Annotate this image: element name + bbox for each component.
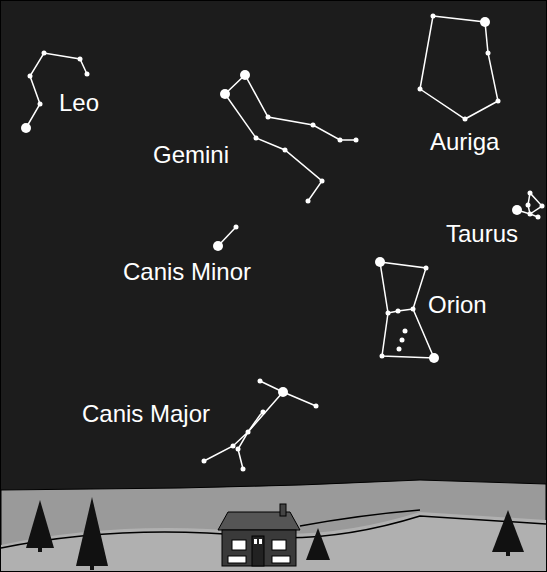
constellation-name: Gemini [153, 141, 229, 169]
constellation-name: Leo [59, 89, 99, 117]
house [218, 504, 300, 566]
constellation-name: Orion [428, 291, 487, 319]
stars [21, 14, 545, 472]
constellation-name: Canis Major [82, 400, 210, 428]
constellation-name: Taurus [446, 220, 518, 248]
landscape [1, 480, 546, 571]
constellation-name: Canis Minor [123, 258, 251, 286]
constellation-lines [26, 16, 542, 469]
constellation-name: Auriga [430, 128, 499, 156]
